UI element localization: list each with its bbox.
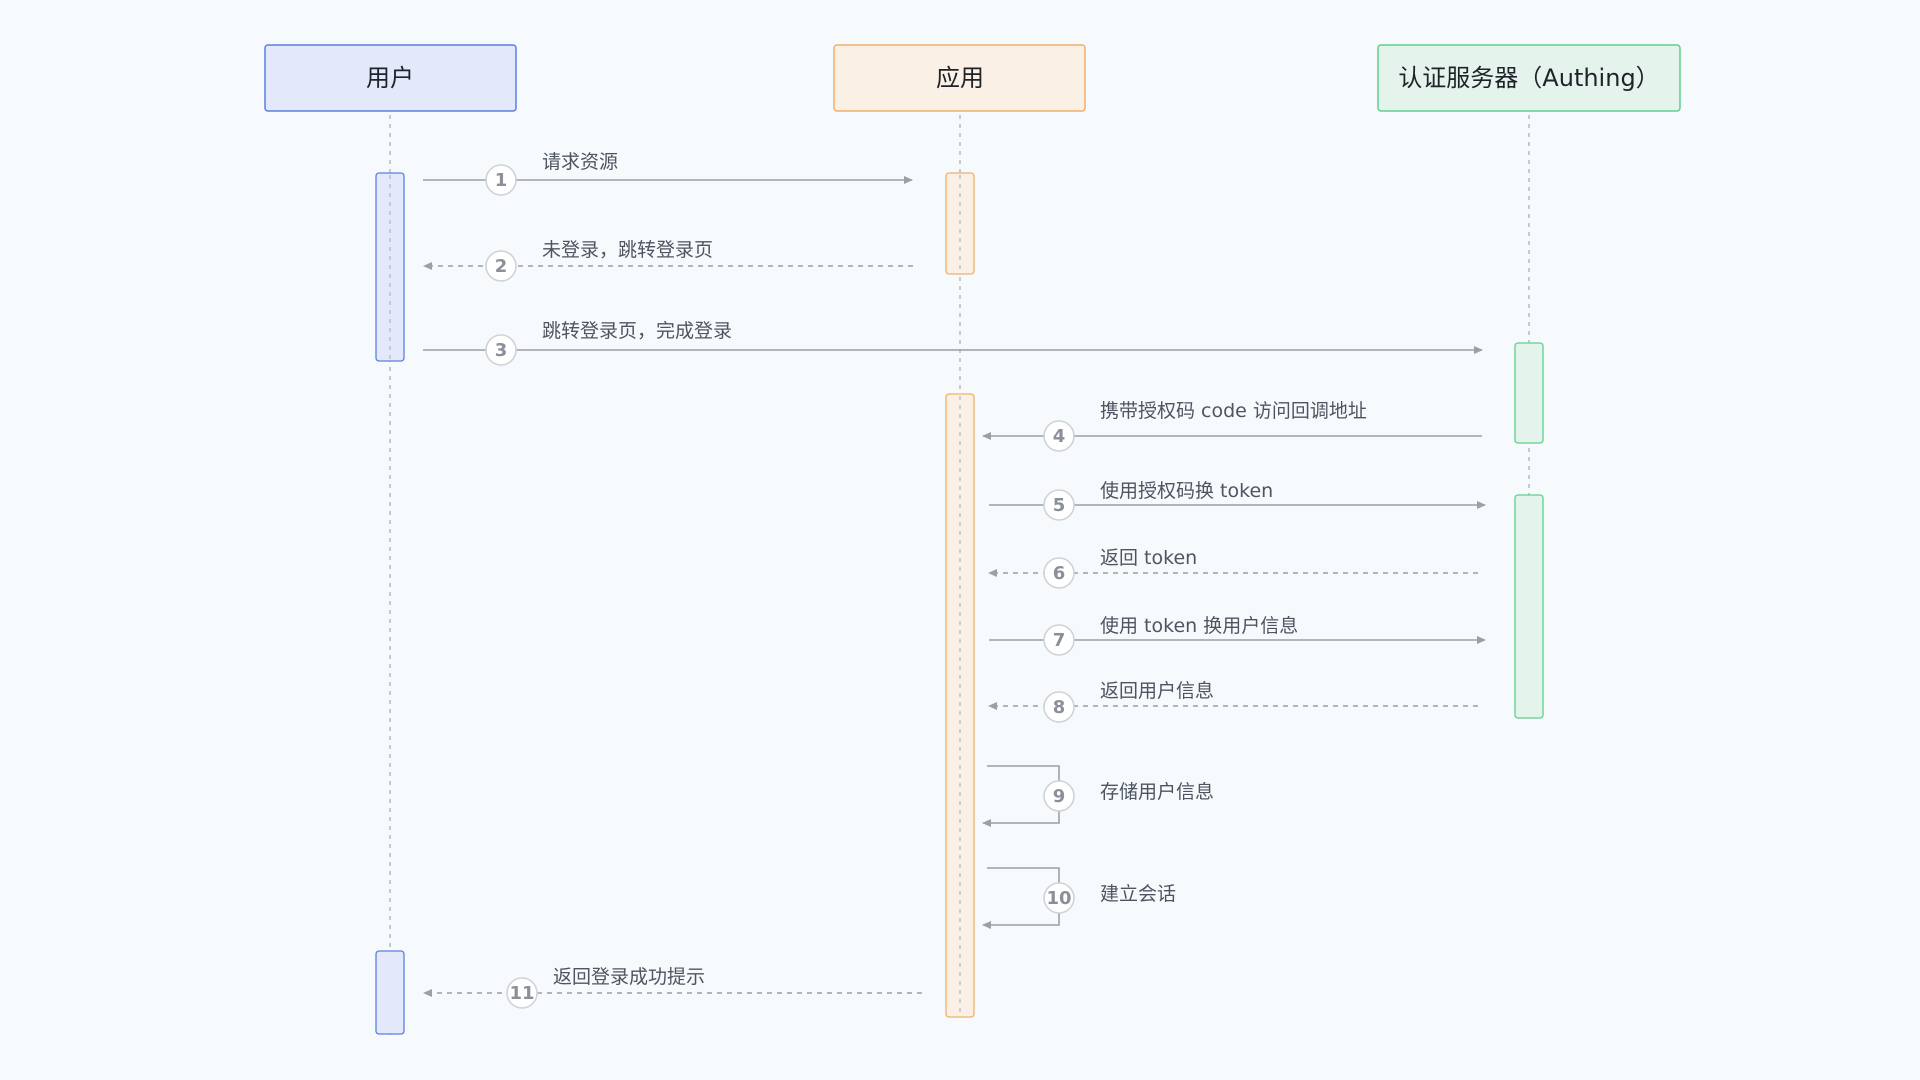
message-7: 7 使用 token 换用户信息 — [989, 615, 1486, 656]
message-6: 6 返回 token — [988, 547, 1478, 589]
svg-text:跳转登录页，完成登录: 跳转登录页，完成登录 — [542, 320, 732, 342]
svg-text:6: 6 — [1053, 563, 1066, 584]
svg-text:11: 11 — [509, 983, 534, 1004]
svg-text:认证服务器（Authing）: 认证服务器（Authing） — [1398, 64, 1659, 92]
svg-text:返回 token: 返回 token — [1100, 547, 1197, 569]
svg-text:5: 5 — [1053, 495, 1066, 516]
svg-text:存储用户信息: 存储用户信息 — [1100, 781, 1214, 803]
message-2: 2 未登录，跳转登录页 — [423, 239, 913, 282]
svg-text:1: 1 — [495, 170, 508, 191]
message-5: 5 使用授权码换 token — [989, 480, 1486, 521]
activation-user-2 — [375, 950, 405, 1035]
message-4: 4 携带授权码 code 访问回调地址 — [982, 400, 1482, 452]
svg-text:10: 10 — [1046, 888, 1071, 909]
activation-auth-1 — [1514, 342, 1544, 444]
svg-text:应用: 应用 — [936, 64, 984, 92]
svg-text:请求资源: 请求资源 — [542, 151, 618, 173]
svg-text:用户: 用户 — [366, 64, 414, 92]
svg-text:携带授权码 code 访问回调地址: 携带授权码 code 访问回调地址 — [1100, 400, 1367, 422]
activation-auth-2 — [1514, 494, 1544, 719]
svg-text:建立会话: 建立会话 — [1100, 883, 1176, 905]
svg-text:2: 2 — [495, 256, 508, 277]
svg-text:使用 token 换用户信息: 使用 token 换用户信息 — [1100, 615, 1298, 637]
message-11: 11 返回登录成功提示 — [423, 966, 922, 1009]
svg-text:使用授权码换 token: 使用授权码换 token — [1100, 480, 1273, 502]
svg-text:3: 3 — [495, 340, 508, 361]
svg-text:9: 9 — [1053, 786, 1066, 807]
message-10: 10 建立会话 — [982, 867, 1176, 929]
svg-text:未登录，跳转登录页: 未登录，跳转登录页 — [542, 239, 713, 261]
svg-text:8: 8 — [1053, 697, 1066, 718]
message-3: 3 跳转登录页，完成登录 — [423, 320, 1483, 366]
message-9: 9 存储用户信息 — [982, 765, 1214, 827]
actor-auth: 认证服务器（Authing） — [1377, 44, 1681, 112]
message-1: 1 请求资源 — [423, 151, 913, 196]
actor-user: 用户 — [264, 44, 517, 112]
svg-text:返回用户信息: 返回用户信息 — [1100, 680, 1214, 702]
actor-app: 应用 — [833, 44, 1086, 112]
svg-text:4: 4 — [1053, 426, 1066, 447]
svg-text:返回登录成功提示: 返回登录成功提示 — [553, 966, 705, 988]
svg-text:7: 7 — [1053, 630, 1066, 651]
message-8: 8 返回用户信息 — [988, 680, 1478, 723]
